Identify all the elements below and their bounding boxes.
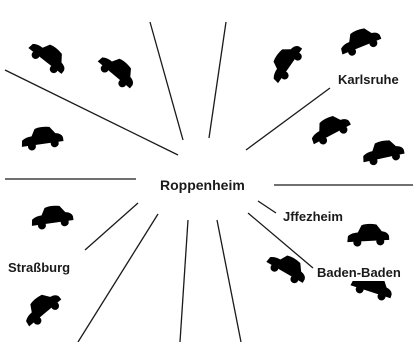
center-town-label: Roppenheim [160, 177, 245, 193]
car-icon [25, 34, 72, 78]
ray-line [84, 202, 139, 251]
car-icon [29, 203, 75, 231]
place-label-strassburg: Straßburg [8, 260, 71, 276]
ray-line [216, 219, 242, 342]
car-icon [359, 136, 406, 168]
ray-lines [4, 21, 413, 342]
ray-line [257, 200, 277, 214]
ray-line [247, 212, 314, 269]
ray-line [179, 219, 189, 342]
place-label-karlsruhe: Karlsruhe [338, 72, 399, 88]
ray-line [149, 21, 184, 141]
car-icon [346, 222, 390, 248]
car-icon [336, 23, 384, 60]
ray-line [208, 21, 227, 139]
car-icon [18, 286, 65, 331]
car-icon [19, 124, 65, 152]
ray-line [4, 69, 179, 156]
car-icon [305, 109, 354, 149]
car-icon [263, 247, 312, 288]
car-icon [94, 48, 141, 93]
ray-line [245, 87, 331, 151]
place-label-baden-baden: Baden-Baden [317, 265, 401, 281]
car-icon [264, 38, 307, 86]
place-label-iffezheim: Jffezheim [283, 209, 343, 225]
ray-line [77, 213, 159, 342]
